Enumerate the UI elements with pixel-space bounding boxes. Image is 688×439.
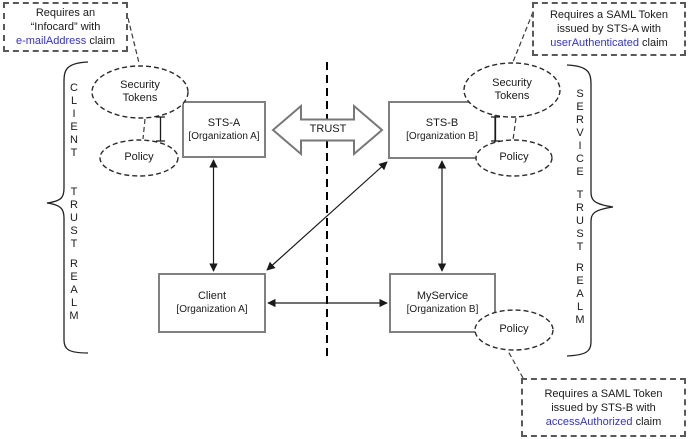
claim-suffix: claim (86, 35, 116, 47)
link-tokens-policy-right (512, 117, 517, 141)
claim-keyword: e-mailAddress (15, 35, 87, 47)
claim-suffix: claim (632, 415, 662, 428)
realm-braces (46, 61, 614, 357)
service-realm-word-3: REALM (574, 262, 586, 327)
callout-line: Requires a SAML Token (549, 9, 668, 21)
claim-keyword: userAuthenticated (550, 37, 639, 49)
callout-line: Requires an (35, 7, 96, 19)
client-realm-word-3: REALM (68, 258, 80, 323)
service-realm-word-1: SERVICE (574, 88, 586, 179)
client-realm-word-2: TRUST (68, 186, 80, 251)
artifact-ellipses (91, 62, 561, 351)
sts-a-box (182, 101, 266, 158)
trust-double-arrow (271, 103, 384, 157)
callout-line: Requires a SAML Token (544, 387, 663, 400)
infocard-callout: Requires an “Infocard” with e-mailAddres… (3, 2, 128, 52)
arrow-stsb-client-diagonal (266, 161, 388, 271)
callout-line: e-mailAddress claim (5, 34, 126, 48)
claim-suffix: claim (638, 37, 668, 49)
ibeam-left (156, 116, 165, 142)
client-realm-word-1: CLIENT (68, 82, 80, 160)
callout-line: userAuthenticated claim (534, 36, 684, 50)
callout-line: issued by STS-B with (551, 401, 656, 414)
callout-line: issued by STS-A with (557, 23, 661, 35)
leader-topright-callout (512, 11, 534, 63)
sts-b-box (388, 101, 496, 159)
link-tokens-policy-left (142, 118, 146, 140)
saml-stsb-callout: Requires a SAML Token issued by STS-B wi… (521, 378, 686, 437)
policy-right-ellipse (475, 139, 553, 177)
leader-topleft-callout (127, 17, 140, 64)
claim-keyword: accessAuthorized (545, 415, 633, 428)
service-realm-word-2: TRUST (574, 189, 586, 254)
security-tokens-left-ellipse (91, 65, 189, 119)
ibeam-right (491, 116, 500, 142)
dashed-leader-lines (127, 11, 534, 379)
security-tokens-right-ellipse (463, 62, 561, 118)
callout-line: “Infocard” with (30, 21, 101, 33)
attachment-connectors (156, 116, 500, 142)
connector-arrows (209, 159, 447, 308)
service-realm-brace (566, 64, 614, 357)
myservice-box (389, 273, 496, 333)
leader-bottomright-callout (507, 350, 524, 379)
client-realm-brace (46, 61, 89, 354)
saml-stsa-callout: Requires a SAML Token issued by STS-A wi… (532, 2, 686, 56)
callout-line: accessAuthorized claim (523, 415, 684, 429)
policy-bottom-ellipse (474, 309, 554, 351)
policy-left-ellipse (99, 139, 179, 177)
client-box (158, 273, 266, 333)
